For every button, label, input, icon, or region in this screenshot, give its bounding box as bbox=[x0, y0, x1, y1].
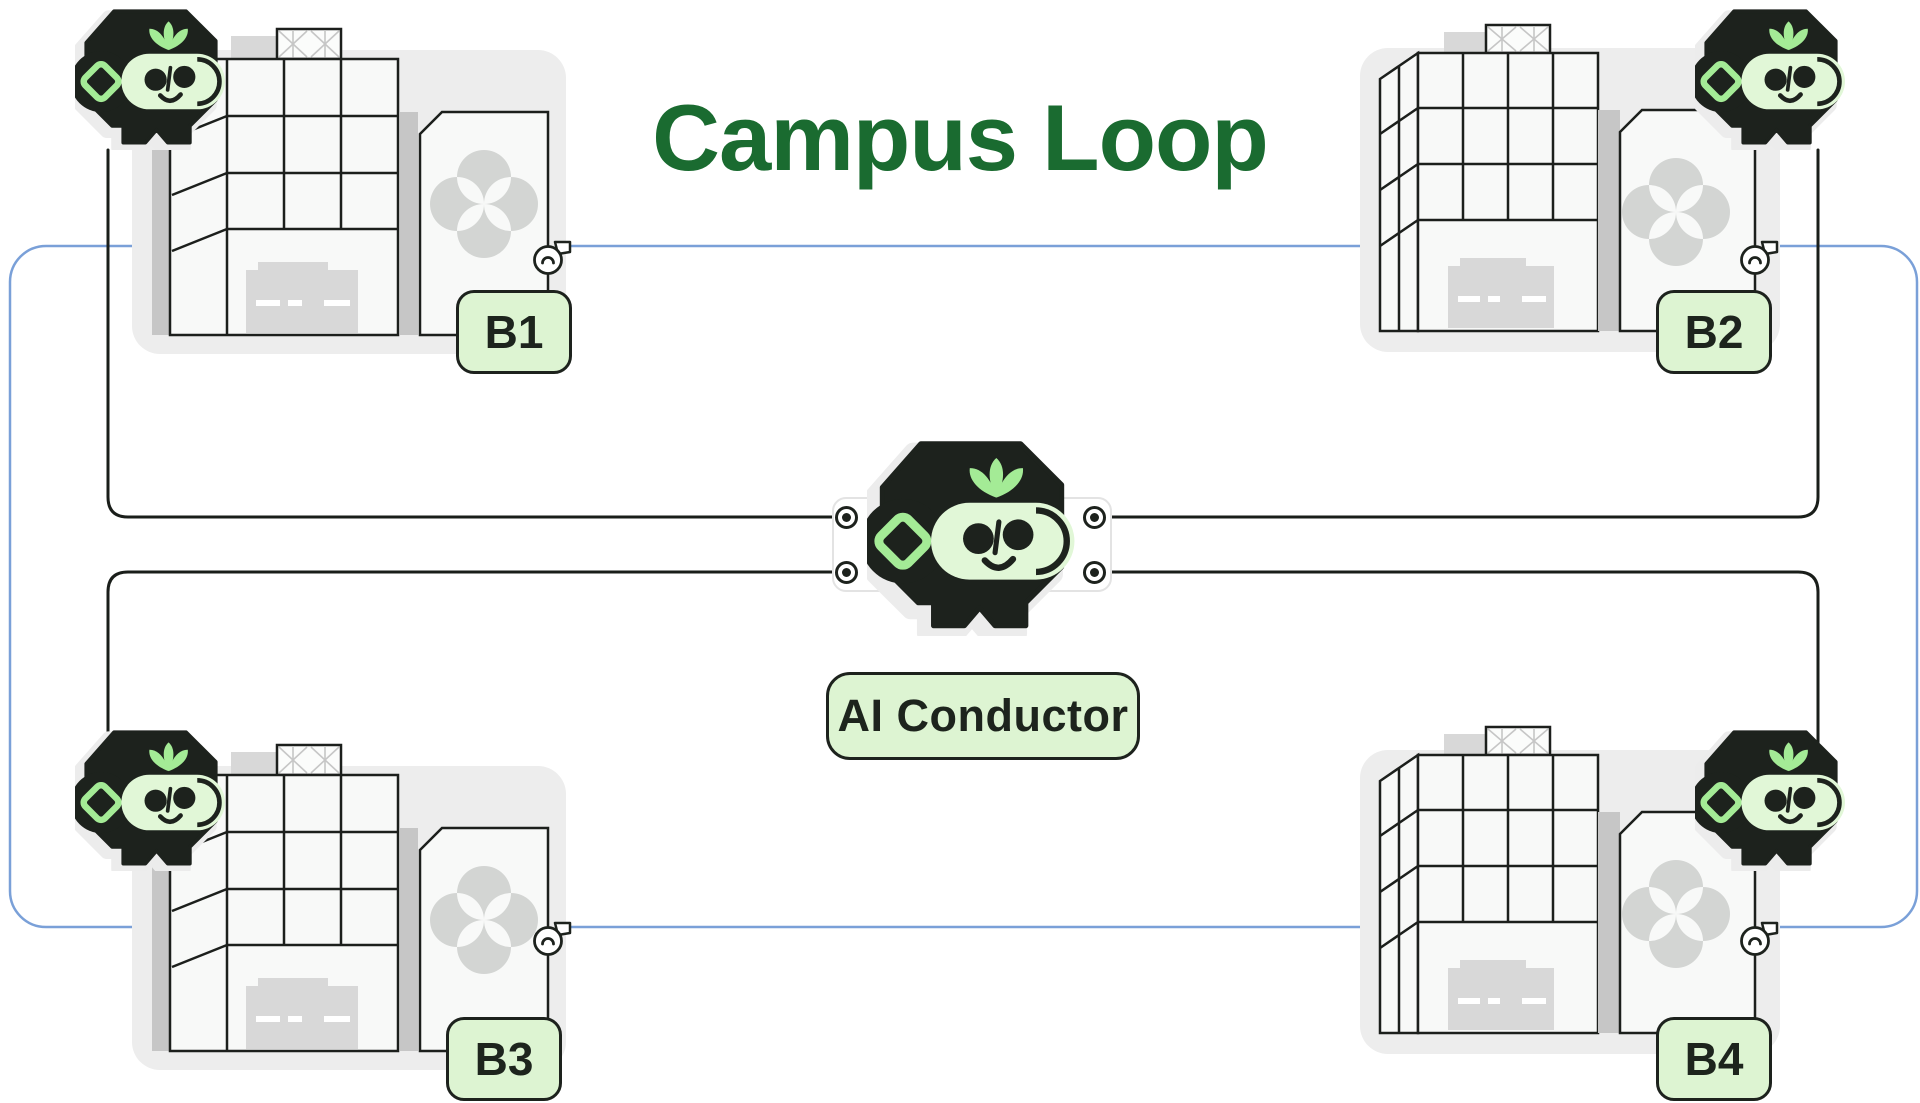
campus-loop-line bbox=[8, 244, 1919, 929]
building-label-b4: B4 bbox=[1656, 1017, 1772, 1101]
fan-connector-icon bbox=[531, 239, 573, 277]
port-icon bbox=[1082, 505, 1106, 529]
building-label-b1: B1 bbox=[456, 290, 572, 374]
conductor-robot-mascot-icon bbox=[867, 431, 1077, 636]
robot-mascot-icon bbox=[1695, 2, 1847, 150]
building-label-b2: B2 bbox=[1656, 290, 1772, 374]
port-icon bbox=[834, 505, 858, 529]
port-icon bbox=[1082, 560, 1106, 584]
robot-mascot-icon bbox=[75, 723, 227, 871]
ai-conductor-label: AI Conductor bbox=[826, 672, 1140, 760]
building-label-b3: B3 bbox=[446, 1017, 562, 1101]
robot-mascot-icon bbox=[1695, 723, 1847, 871]
fan-connector-icon bbox=[531, 920, 573, 958]
page-title: Campus Loop bbox=[652, 85, 1269, 190]
fan-connector-icon bbox=[1738, 239, 1780, 277]
robot-mascot-icon bbox=[75, 2, 227, 150]
fan-connector-icon bbox=[1738, 920, 1780, 958]
port-icon bbox=[834, 560, 858, 584]
conductor-wires bbox=[106, 148, 1820, 747]
